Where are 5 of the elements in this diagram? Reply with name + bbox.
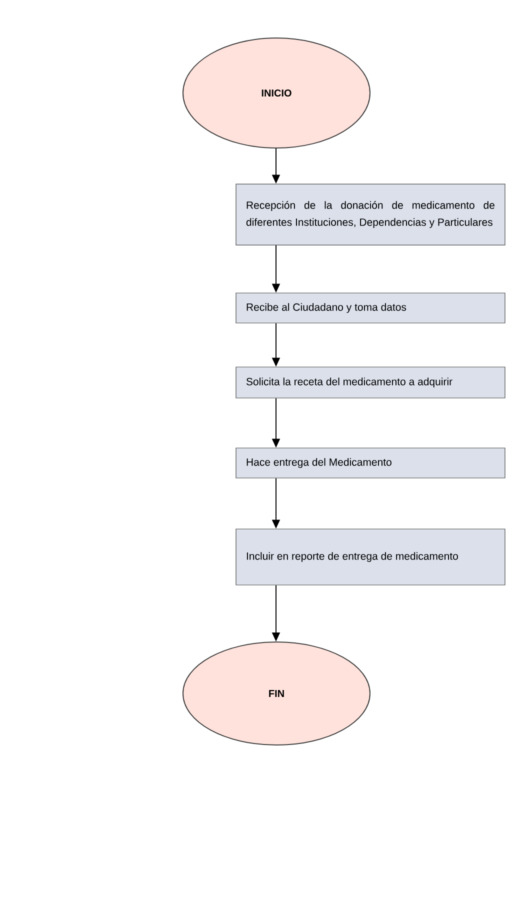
process-box: Recibe al Ciudadano y toma datos	[236, 292, 506, 324]
process-box: Incluir en reporte de entrega de medicamento	[236, 528, 506, 586]
process-box: Solicita la receta del medicamento a adquirir	[236, 366, 506, 398]
process-box: Recepción de la donación de medicamento de diferentes Instituciones, Dependencias y Particulares	[236, 184, 506, 246]
process-box: Hace entrega del Medicamento	[236, 448, 506, 478]
